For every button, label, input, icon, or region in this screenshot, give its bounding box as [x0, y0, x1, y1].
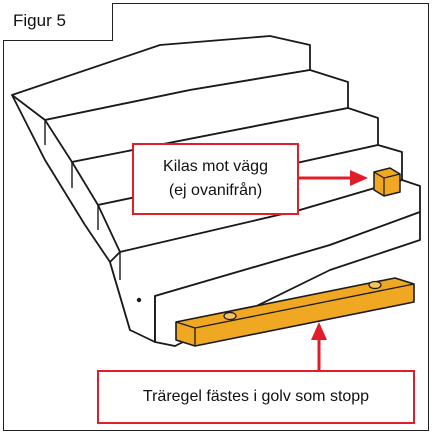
- wall-wedge-block: [373, 167, 401, 197]
- figure-label: Figur 5: [3, 3, 113, 41]
- floor-timber-beam: [175, 277, 415, 347]
- bolt-left: [223, 311, 237, 321]
- step-nosing-lines: [44, 120, 156, 342]
- arrow-to-beam: [311, 322, 327, 370]
- figure-frame: [3, 3, 429, 431]
- screw-hole: [136, 297, 142, 303]
- arrow-to-wedge: [299, 170, 368, 186]
- callout-floor-text: Träregel fästes i golv som stopp: [142, 388, 370, 405]
- callout-floor-beam: Träregel fästes i golv som stopp: [97, 370, 415, 424]
- bolt-right: [368, 280, 382, 290]
- callout-wall-wedge: Kilas mot vägg (ej ovanifrån): [132, 143, 299, 215]
- callout-wall-line1: Kilas mot vägg: [163, 158, 268, 175]
- callout-wall-line2: (ej ovanifrån): [168, 182, 263, 199]
